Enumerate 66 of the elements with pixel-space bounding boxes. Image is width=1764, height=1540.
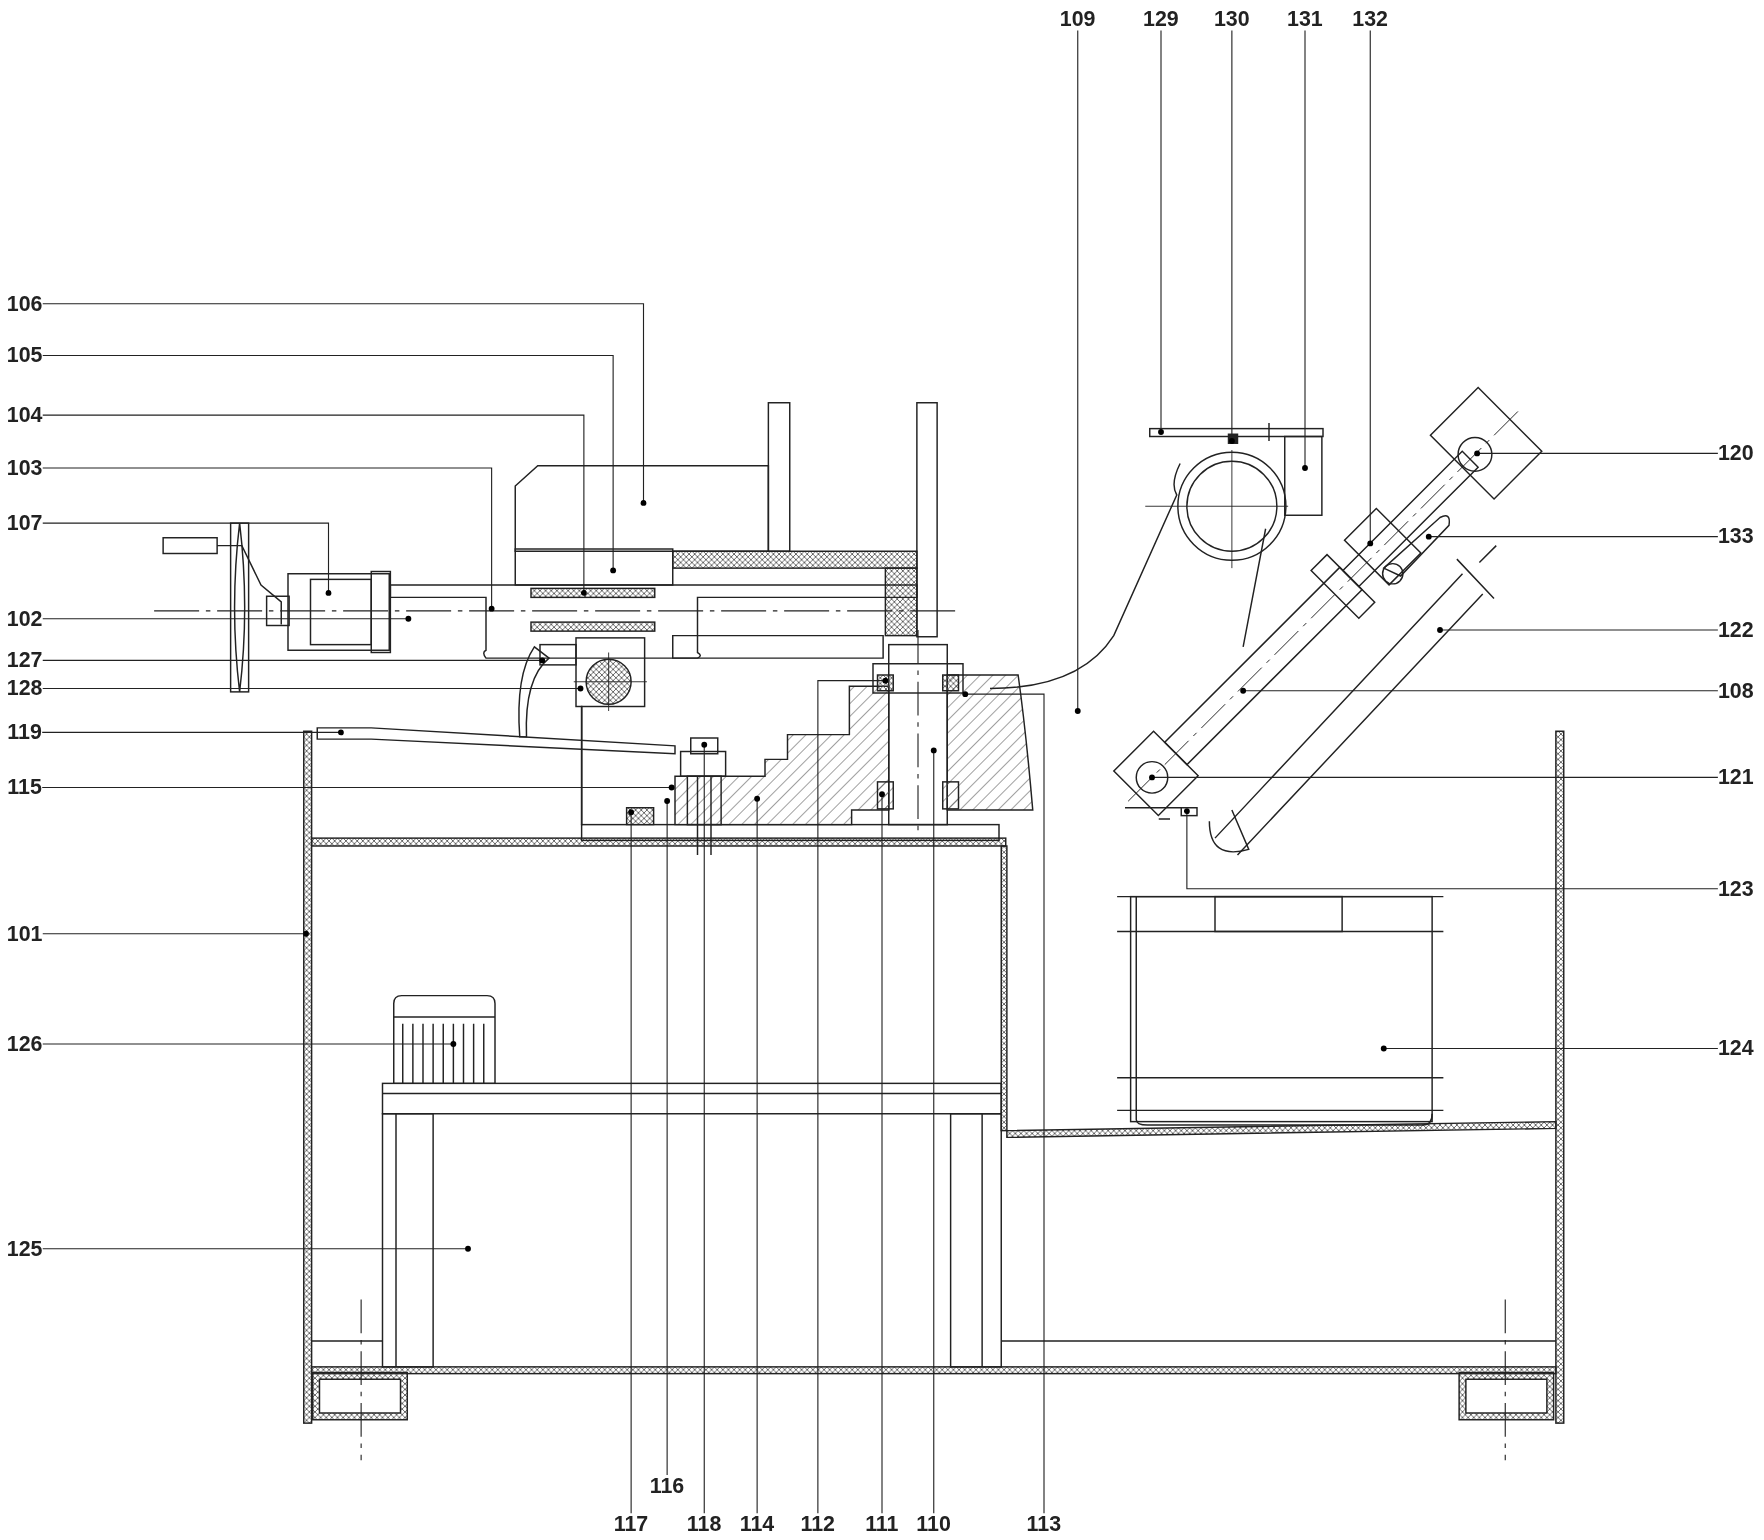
callout-number: 115 <box>7 776 42 799</box>
callout-number: 110 <box>916 1513 951 1536</box>
leader-line <box>42 354 617 574</box>
leader-line <box>628 809 635 1514</box>
callout-number: 133 <box>1717 525 1754 548</box>
leader-line <box>42 414 587 596</box>
leader-line <box>1380 1045 1719 1052</box>
callout-number: 128 <box>6 677 43 700</box>
leader-line <box>1425 533 1719 540</box>
leader-line <box>754 795 761 1514</box>
callout-number: 106 <box>6 292 43 315</box>
callout-number: 117 <box>613 1513 649 1536</box>
callout-number: 121 <box>1717 766 1754 789</box>
leader-line <box>1074 29 1081 714</box>
leader-line <box>817 677 889 1514</box>
leader-line <box>1437 627 1719 633</box>
callout-number: 103 <box>6 456 43 480</box>
leader-line <box>42 930 309 937</box>
callout-number: 101 <box>6 922 43 945</box>
callout-number: 108 <box>1717 679 1754 702</box>
leader-line <box>930 747 937 1514</box>
callout-number: 130 <box>1213 7 1250 31</box>
leader-line <box>41 729 344 736</box>
callout-number: 118 <box>686 1513 722 1536</box>
leader-line <box>879 791 885 1514</box>
callout-number: 109 <box>1059 7 1096 31</box>
leader-line <box>42 615 412 622</box>
leader-line <box>41 784 675 791</box>
leader-line <box>1474 450 1719 457</box>
callout-number: 120 <box>1717 442 1754 465</box>
leader-line <box>1228 29 1235 444</box>
callout-number: 114 <box>739 1513 775 1536</box>
callout-number: 116 <box>649 1474 685 1498</box>
leader-line <box>1183 808 1719 890</box>
leader-line <box>1302 29 1308 471</box>
leader-line <box>42 1041 457 1047</box>
leader-line <box>42 1245 471 1252</box>
leader-line <box>1158 29 1164 435</box>
callout-number: 124 <box>1717 1037 1754 1060</box>
leader-line <box>42 303 647 506</box>
leader-line <box>42 522 332 596</box>
callout-number: 105 <box>6 344 43 367</box>
callout-number: 123 <box>1717 877 1754 900</box>
leader-line <box>664 798 671 1476</box>
leader-line <box>701 741 708 1514</box>
callout-number: 119 <box>7 721 42 744</box>
leader-line <box>1367 29 1374 547</box>
callout-number: 127 <box>6 649 43 672</box>
leader-line <box>42 467 495 612</box>
callout-number: 122 <box>1717 618 1754 642</box>
leader-line <box>42 657 546 664</box>
callout-number: 131 <box>1287 7 1323 31</box>
leader-line <box>962 691 1045 1514</box>
callout-number: 112 <box>800 1513 835 1536</box>
callout-number: 132 <box>1352 7 1388 31</box>
callout-number: 113 <box>1026 1513 1062 1536</box>
callout-number: 125 <box>6 1237 43 1260</box>
callout-number: 102 <box>6 607 43 630</box>
leader-line <box>1240 687 1719 694</box>
callout-number: 129 <box>1143 7 1179 31</box>
callout-number: 111 <box>865 1513 899 1536</box>
callout-number: 104 <box>6 403 43 427</box>
leader-line <box>1149 774 1719 781</box>
callout-number: 126 <box>6 1032 43 1056</box>
leader-line <box>42 685 584 692</box>
callout-number: 107 <box>6 511 43 535</box>
